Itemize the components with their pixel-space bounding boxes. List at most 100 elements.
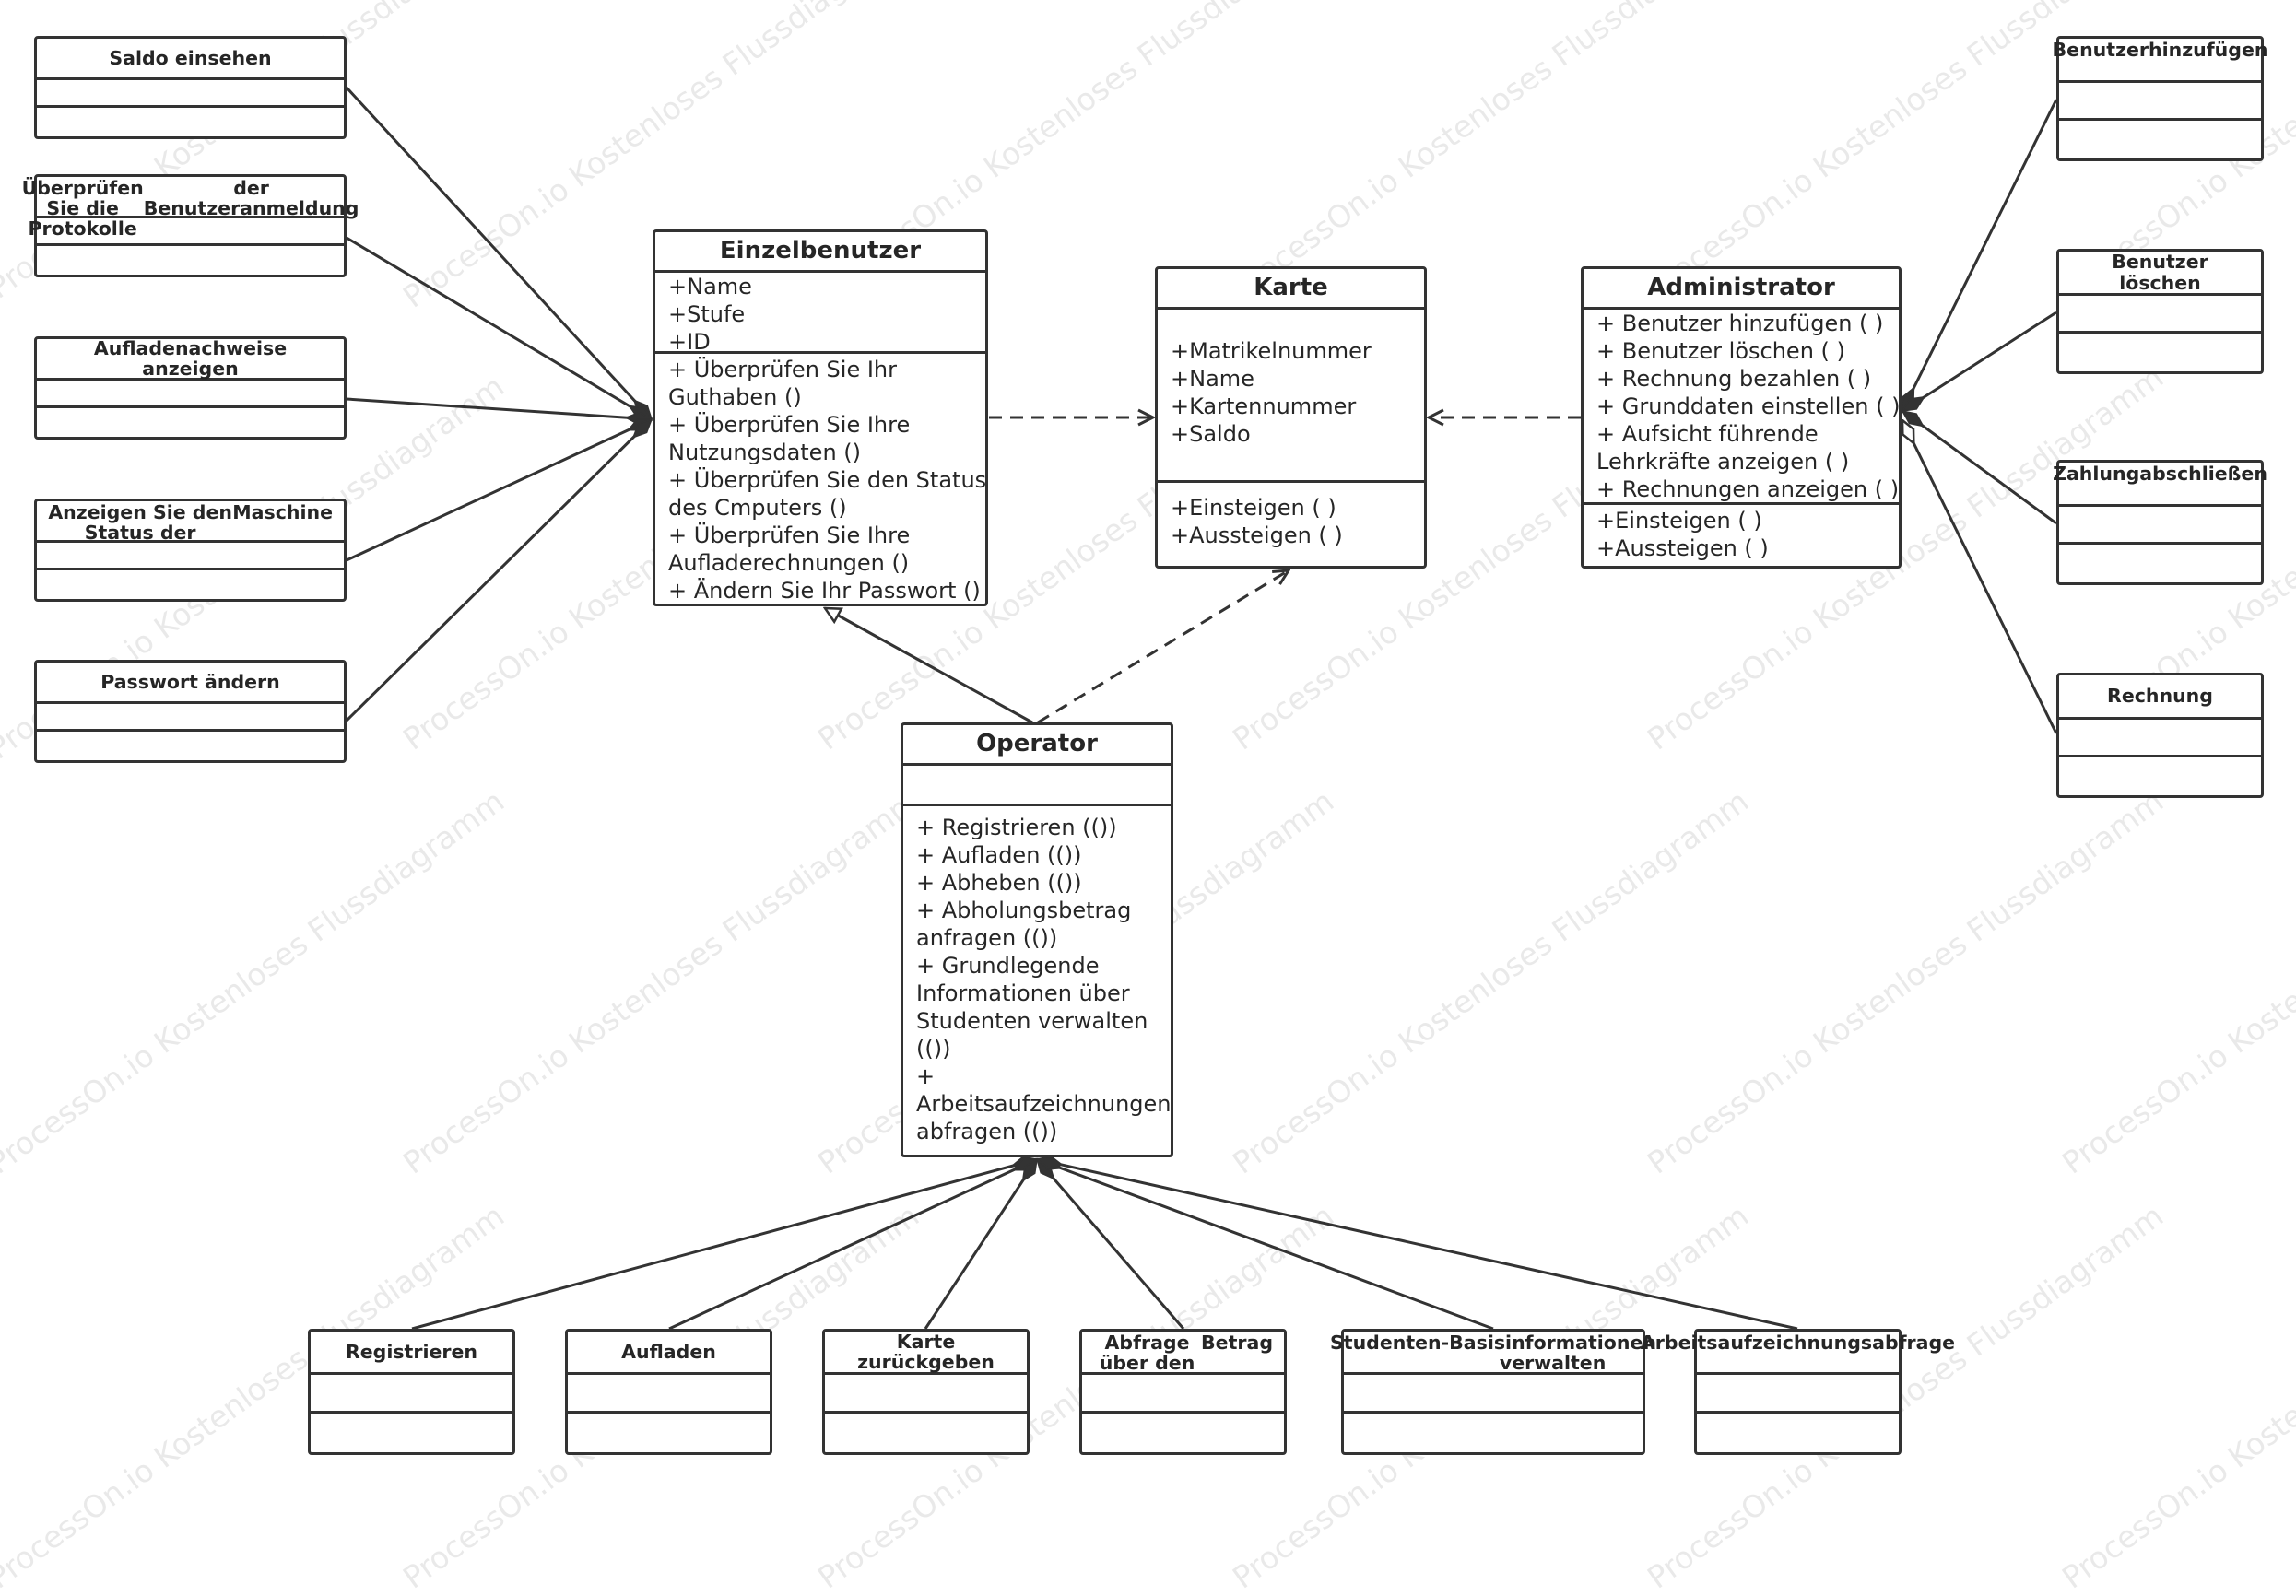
empty-methods	[825, 1414, 1027, 1452]
bottom-class-box[interactable]: Karte zurückgeben	[822, 1329, 1030, 1455]
attribute-line: +Name	[668, 274, 752, 299]
attribute-line: + Rechnungen anzeigen ( )	[1596, 476, 1900, 502]
class-title-line: Betrag	[1201, 1332, 1273, 1354]
method-line: + Überprüfen Sie den Status	[668, 467, 987, 493]
empty-attributes	[311, 1375, 512, 1414]
bottom-class-box[interactable]: Registrieren	[308, 1329, 515, 1455]
composition-left-4	[345, 419, 652, 722]
class-title-line: der Benutzeranmeldung	[143, 177, 359, 220]
class-title-line: Registrieren	[345, 1340, 478, 1363]
class-title: Registrieren	[311, 1332, 512, 1375]
attribute-line: + Benutzer hinzufügen ( )	[1596, 311, 1884, 336]
class-title: Rechnung	[2059, 675, 2261, 720]
method-line: Nutzungsdaten ()	[668, 440, 862, 465]
method-line: +Aussteigen ( )	[1171, 522, 1343, 548]
class-title: Einzelbenutzer	[655, 232, 985, 273]
class-attributes: +Matrikelnummer+Name+Kartennummer+Saldo	[1158, 310, 1424, 483]
class-title-line: Saldo einsehen	[109, 46, 272, 69]
class-title-line: Aufladenachweise anzeigen	[93, 336, 288, 380]
attribute-line: + Aufsicht führende	[1596, 421, 1819, 447]
composition-bottom-0	[411, 1159, 1037, 1331]
class-karte[interactable]: Karte +Matrikelnummer+Name+Kartennummer+…	[1155, 266, 1427, 569]
aggregation-right-rechnung	[1901, 420, 2058, 734]
class-title-line: Überprüfen Sie die Protokolle	[21, 177, 144, 241]
empty-methods	[37, 108, 344, 135]
empty-methods	[37, 732, 344, 759]
class-title: Passwort ändern	[37, 663, 344, 704]
class-title: Administrator	[1584, 269, 1899, 310]
empty-methods	[2059, 334, 2261, 371]
class-methods: + Registrieren (())+ Aufladen (())+ Abhe…	[903, 806, 1172, 1155]
empty-methods	[1344, 1414, 1643, 1452]
class-methods: +Einsteigen ( )+Aussteigen ( )	[1158, 483, 1424, 566]
class-title-line: Zahlung	[2053, 463, 2140, 485]
class-einzelbenutzer[interactable]: Einzelbenutzer +Name+Stufe+ID + Überprüf…	[653, 229, 988, 606]
class-administrator[interactable]: Administrator + Benutzer hinzufügen ( ) +…	[1581, 266, 1902, 569]
relationship-lines	[345, 86, 2058, 1331]
empty-attributes	[37, 80, 344, 108]
class-title-line: Aufladen	[621, 1340, 716, 1363]
method-line: Guthaben ()	[668, 384, 802, 410]
method-line: + Registrieren (())	[916, 815, 1117, 840]
method-line: + Grundlegende	[916, 953, 1100, 979]
empty-attributes	[1082, 1375, 1284, 1414]
left-class-box[interactable]: Passwort ändern	[34, 660, 347, 763]
composition-left-2	[346, 397, 652, 419]
composition-right-2	[1902, 409, 2057, 525]
method-line: +Aussteigen ( )	[1596, 535, 1769, 561]
class-title-line: Studenten-	[1330, 1332, 1450, 1354]
class-title: Aufladen	[568, 1332, 770, 1375]
attribute-line: + Rechnung bezahlen ( )	[1596, 366, 1872, 392]
class-title-line: Benutzer	[2052, 39, 2149, 61]
left-class-box[interactable]: Aufladenachweise anzeigen	[34, 336, 347, 440]
method-line: + Überprüfen Sie Ihr	[668, 357, 897, 382]
bottom-class-box[interactable]: Studenten-Basisinformationen verwalten	[1330, 1329, 1656, 1455]
composition-bottom-3	[1037, 1159, 1185, 1330]
class-title: Aufladenachweise anzeigen	[37, 336, 344, 381]
class-title-line: gsabfrage	[1847, 1332, 1956, 1354]
empty-attributes	[37, 381, 344, 408]
empty-attributes	[2059, 83, 2261, 121]
empty-attributes	[1344, 1375, 1643, 1414]
class-attributes: +Name+Stufe+ID	[655, 273, 985, 355]
class-title: Saldo einsehen	[37, 39, 344, 80]
class-title-line: Rechnung	[2107, 685, 2213, 708]
empty-attributes	[825, 1375, 1027, 1414]
method-line: Studenten verwalten	[916, 1008, 1148, 1034]
class-title-line: abschließen	[2139, 463, 2267, 485]
method-line: +	[916, 1063, 936, 1089]
class-title-line: Anzeigen Sie den Status der	[48, 501, 232, 545]
class-title-line: hinzufügen	[2149, 39, 2268, 61]
method-line: Informationen über	[916, 980, 1130, 1006]
composition-bottom-5	[1037, 1159, 1798, 1331]
empty-methods	[2059, 545, 2261, 582]
empty-methods	[37, 408, 344, 436]
class-title-line: Arbeitsaufzeichnun	[1640, 1332, 1848, 1354]
attribute-line: +Name	[1171, 366, 1254, 392]
class-title-line: Basisinformationen verwalten	[1449, 1332, 1656, 1375]
right-class-box[interactable]: Rechnung	[2056, 673, 2264, 798]
class-title-line: Karte zurückgeben	[857, 1330, 995, 1373]
class-operator[interactable]: Operator + Registrieren (())+ Aufladen (…	[901, 722, 1173, 1157]
method-line: + Abholungsbetrag	[916, 898, 1132, 923]
composition-right-0	[1901, 99, 2058, 411]
class-title: Karte	[1158, 269, 1424, 310]
left-class-box[interactable]: Saldo einsehen	[34, 36, 347, 139]
attribute-line: Lehrkräfte anzeigen ( )	[1596, 449, 1850, 475]
right-class-box[interactable]: Benutzer löschen	[2056, 249, 2264, 374]
bottom-class-box[interactable]: Aufladen	[565, 1329, 772, 1455]
method-line: +Einsteigen ( )	[1171, 495, 1336, 521]
composition-left-0	[345, 86, 652, 419]
attribute-line: +Saldo	[1171, 421, 1251, 447]
